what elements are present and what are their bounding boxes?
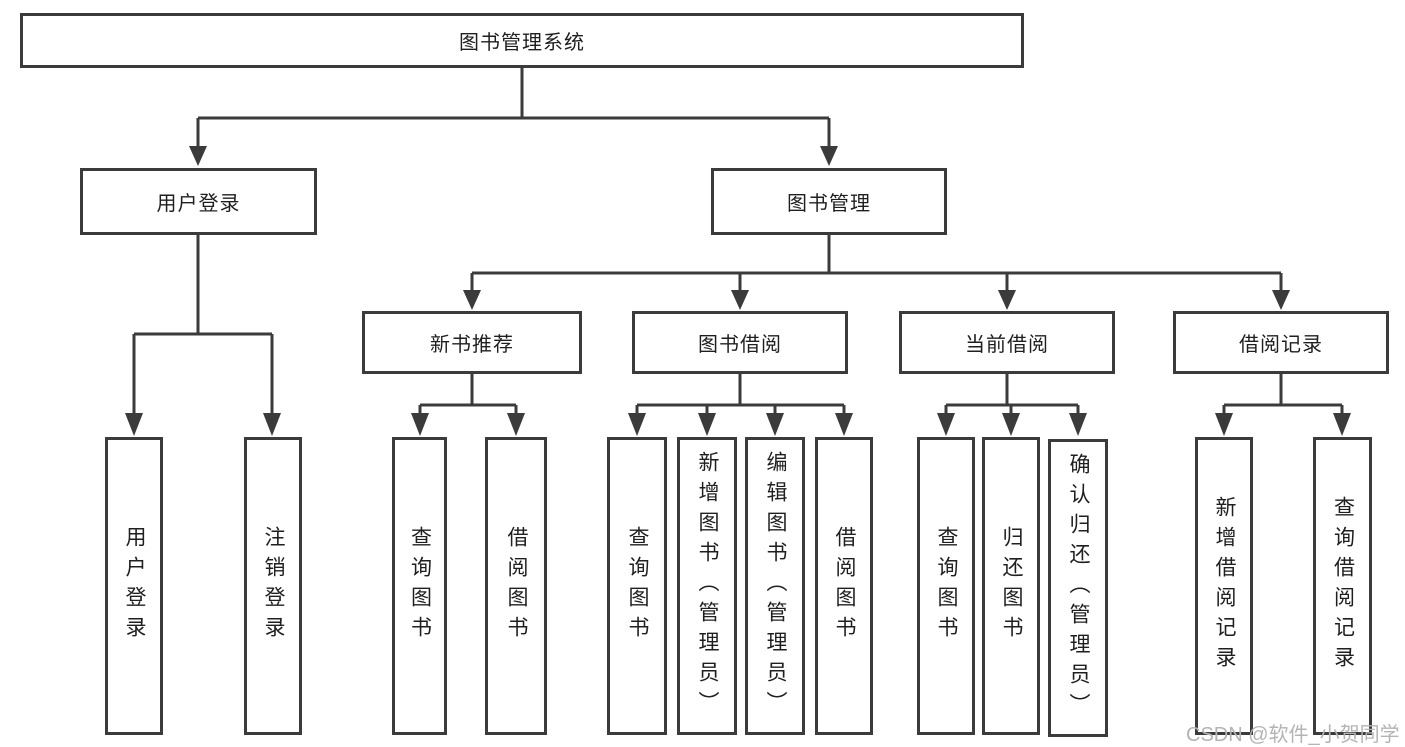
leaf-recommend-borrow-book: 借阅图书 xyxy=(485,437,547,735)
node-book-management-label: 图书管理 xyxy=(787,193,871,215)
leaf-borrow-query-book: 查询图书 xyxy=(607,437,667,735)
leaf-user-login: 用户登录 xyxy=(105,437,163,735)
leaf-borrow-book: 借阅图书 xyxy=(815,437,873,735)
leaf-edit-book-admin-label: 编辑图书（管理员） xyxy=(764,451,787,721)
node-user-login-label: 用户登录 xyxy=(156,193,241,215)
leaf-recommend-query-book-label: 查询图书 xyxy=(408,526,432,646)
leaf-add-borrow-record-label: 新增借阅记录 xyxy=(1213,496,1236,676)
node-book-borrow-label: 图书借阅 xyxy=(698,334,782,356)
leaf-confirm-return-admin-label: 确认归还（管理员） xyxy=(1067,453,1090,723)
node-current-borrow-label: 当前借阅 xyxy=(965,334,1049,356)
leaf-recommend-borrow-book-label: 借阅图书 xyxy=(505,526,528,646)
node-current-borrow: 当前借阅 xyxy=(899,311,1115,374)
leaf-logout-label: 注销登录 xyxy=(262,526,285,646)
leaf-borrow-book-label: 借阅图书 xyxy=(833,526,856,646)
leaf-query-borrow-record-label: 查询借阅记录 xyxy=(1331,496,1355,676)
leaf-current-query-book-label: 查询图书 xyxy=(935,526,958,646)
leaf-add-borrow-record: 新增借阅记录 xyxy=(1195,437,1253,735)
node-borrow-records-label: 借阅记录 xyxy=(1239,334,1323,356)
node-book-management: 图书管理 xyxy=(711,168,947,235)
leaf-add-book-admin-label: 新增图书（管理员） xyxy=(696,451,719,721)
leaf-current-query-book: 查询图书 xyxy=(917,437,975,735)
node-root-label: 图书管理系统 xyxy=(459,32,585,54)
leaf-query-borrow-record: 查询借阅记录 xyxy=(1313,437,1372,735)
node-user-login: 用户登录 xyxy=(80,168,317,235)
leaf-edit-book-admin: 编辑图书（管理员） xyxy=(745,437,805,735)
node-new-book-recommend: 新书推荐 xyxy=(362,311,582,374)
node-book-borrow: 图书借阅 xyxy=(632,311,848,374)
leaf-logout: 注销登录 xyxy=(244,437,302,735)
leaf-add-book-admin: 新增图书（管理员） xyxy=(677,437,737,735)
node-new-book-recommend-label: 新书推荐 xyxy=(430,334,514,356)
leaf-return-book-label: 归还图书 xyxy=(1000,526,1023,646)
leaf-borrow-query-book-label: 查询图书 xyxy=(626,526,649,646)
node-root: 图书管理系统 xyxy=(20,13,1024,68)
leaf-confirm-return-admin: 确认归还（管理员） xyxy=(1048,439,1108,737)
leaf-recommend-query-book: 查询图书 xyxy=(392,437,447,735)
leaf-return-book: 归还图书 xyxy=(982,437,1040,735)
leaf-user-login-label: 用户登录 xyxy=(123,526,146,646)
node-borrow-records: 借阅记录 xyxy=(1173,311,1389,374)
csdn-watermark: CSDN @软件_小贺同学 xyxy=(1186,724,1400,746)
